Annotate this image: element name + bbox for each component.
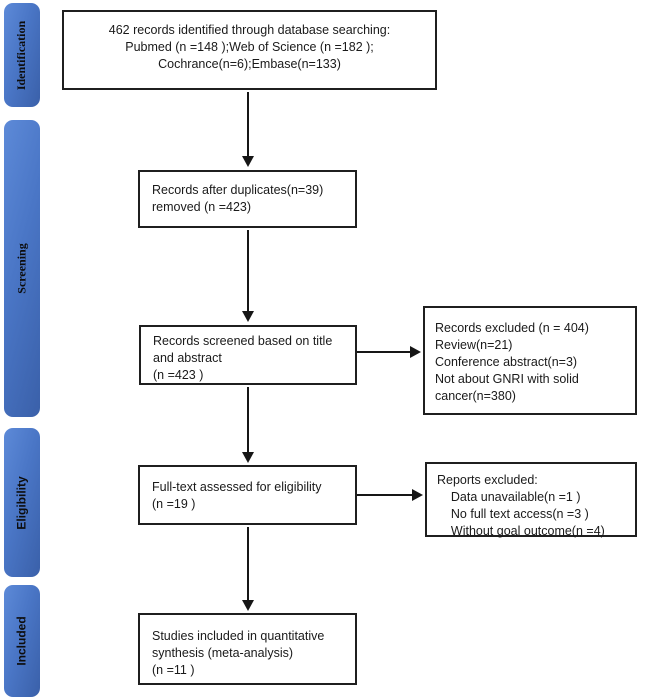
box-fulltext-assessed: Full-text assessed for eligibility (n =1… bbox=[138, 465, 357, 525]
stage-label-eligibility: Eligibility bbox=[15, 475, 29, 530]
box-studies-included: Studies included in quantitative synthes… bbox=[138, 613, 357, 685]
stage-label-screening: Screening bbox=[14, 243, 29, 294]
arrow-screened-to-records-excluded-head bbox=[410, 346, 421, 358]
stage-pill-included: Included bbox=[4, 585, 40, 697]
arrow-identified-to-duplicates-line bbox=[247, 92, 249, 157]
arrow-screened-to-fulltext-line bbox=[247, 387, 249, 453]
box-reports-excluded: Reports excluded: Data unavailable(n =1 … bbox=[425, 462, 637, 538]
box-records-identified: 462 records identified through database … bbox=[62, 10, 437, 90]
stage-pill-eligibility: Eligibility bbox=[4, 428, 40, 577]
stage-pill-identification: Identification bbox=[4, 3, 40, 107]
box-duplicates-removed: Records after duplicates(n=39) removed (… bbox=[138, 170, 357, 228]
stage-label-identification: Identification bbox=[14, 20, 29, 90]
stage-pill-screening: Screening bbox=[4, 120, 40, 417]
arrow-fulltext-to-reports-excluded-line bbox=[357, 494, 413, 496]
box-records-screened: Records screened based on title and abst… bbox=[139, 325, 357, 385]
arrow-duplicates-to-screened-line bbox=[247, 230, 249, 312]
arrow-identified-to-duplicates-head bbox=[242, 156, 254, 167]
arrow-fulltext-to-included-line bbox=[247, 527, 249, 601]
arrow-screened-to-records-excluded-line bbox=[357, 351, 411, 353]
arrow-fulltext-to-included-head bbox=[242, 600, 254, 611]
box-records-excluded: Records excluded (n = 404) Review(n=21) … bbox=[423, 306, 637, 415]
arrow-screened-to-fulltext-head bbox=[242, 452, 254, 463]
arrow-duplicates-to-screened-head bbox=[242, 311, 254, 322]
arrow-fulltext-to-reports-excluded-head bbox=[412, 489, 423, 501]
stage-label-included: Included bbox=[15, 616, 29, 666]
